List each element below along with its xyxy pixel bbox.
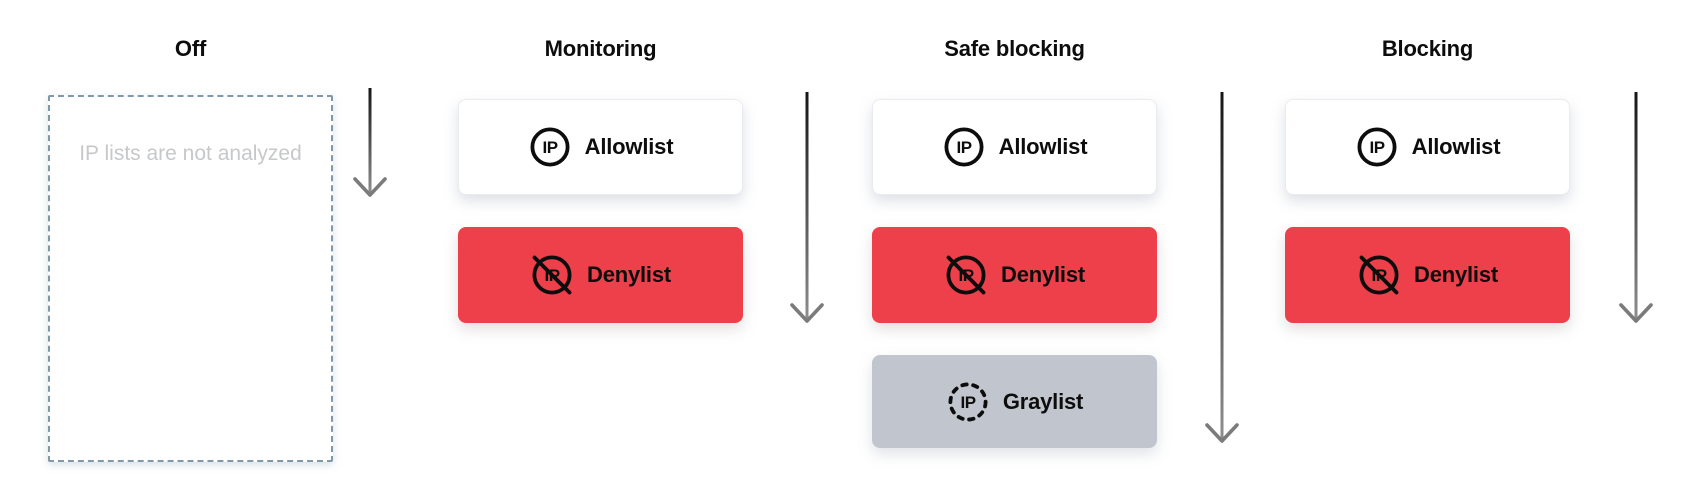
down-arrow-shaft (805, 92, 809, 321)
ip-circle-crossed-icon: IP (532, 255, 572, 295)
allowlist-card: IP Allowlist (458, 99, 743, 195)
down-arrow-1 (348, 88, 392, 198)
svg-text:IP: IP (1369, 138, 1384, 157)
off-empty-box: IP lists are not analyzed (48, 95, 333, 462)
down-arrow-4 (1614, 92, 1658, 324)
card-label: Denylist (1001, 262, 1085, 287)
down-arrow-head-icon (1619, 303, 1653, 323)
card-label: Allowlist (584, 134, 674, 159)
ip-circle-icon: IP (944, 127, 984, 167)
graylist-card: IP Graylist (872, 355, 1157, 448)
denylist-card: IP Denylist (1285, 227, 1570, 323)
down-arrow-2 (785, 92, 829, 324)
denylist-card: IP Denylist (872, 227, 1157, 323)
ip-circle-dashed-icon: IP (948, 381, 988, 422)
down-arrow-shaft (1220, 92, 1224, 441)
ip-circle-crossed-icon: IP (1359, 255, 1399, 295)
svg-text:IP: IP (960, 393, 975, 412)
column-title-blocking: Blocking (1381, 36, 1474, 61)
card-label: Denylist (587, 262, 671, 287)
svg-text:IP: IP (956, 138, 971, 157)
svg-text:IP: IP (542, 138, 557, 157)
denylist-card: IP Denylist (458, 227, 743, 323)
card-label: Allowlist (1411, 134, 1501, 159)
ip-circle-icon: IP (1357, 127, 1397, 167)
off-empty-text: IP lists are not analyzed (79, 142, 302, 165)
allowlist-card: IP Allowlist (1285, 99, 1570, 195)
allowlist-card: IP Allowlist (872, 99, 1157, 195)
column-title-monitoring: Monitoring (544, 36, 657, 61)
card-label: Graylist (1002, 388, 1084, 414)
column-title-safe-blocking: Safe blocking (944, 36, 1085, 61)
down-arrow-shaft (368, 88, 372, 195)
down-arrow-head-icon (790, 303, 824, 323)
down-arrow-head-icon (1205, 423, 1239, 443)
down-arrow-shaft (1634, 92, 1638, 321)
card-label: Allowlist (998, 134, 1088, 159)
ip-circle-icon: IP (530, 127, 570, 167)
column-title-off: Off (174, 36, 207, 61)
ip-circle-crossed-icon: IP (946, 255, 986, 295)
down-arrow-3 (1200, 92, 1244, 444)
card-label: Denylist (1414, 262, 1498, 287)
down-arrow-head-icon (353, 177, 387, 197)
